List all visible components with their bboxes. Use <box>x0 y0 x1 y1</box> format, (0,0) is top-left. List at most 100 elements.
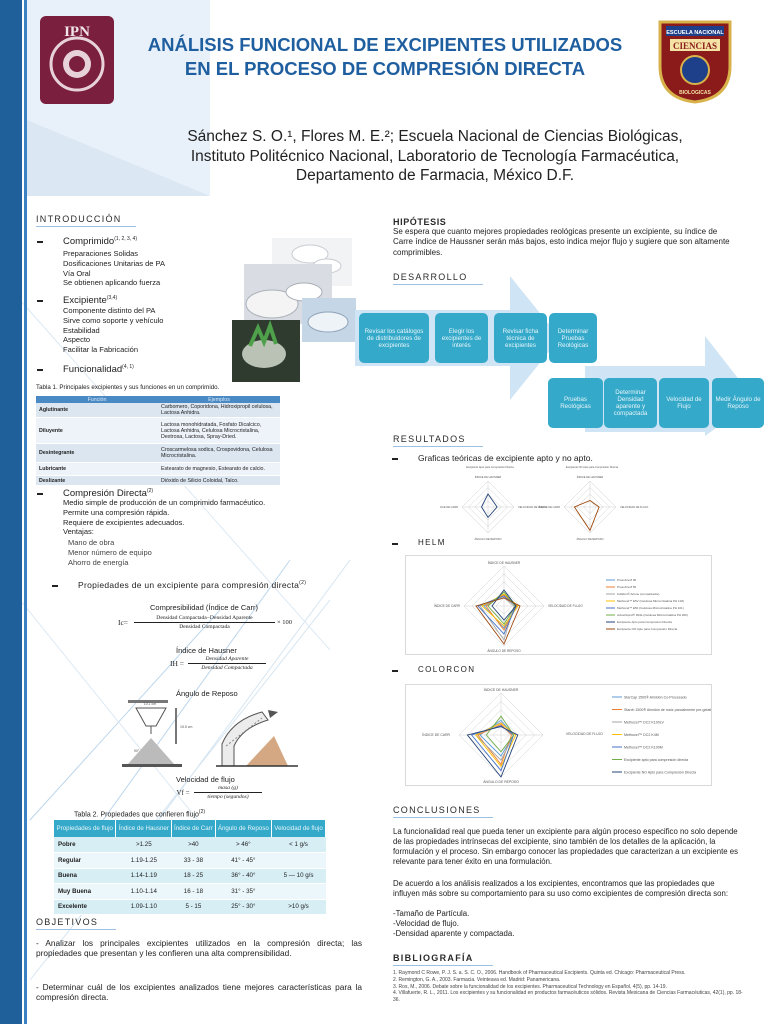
hausner-title: Índice de Hausner <box>176 646 237 655</box>
svg-text:CIENCIAS: CIENCIAS <box>673 41 717 51</box>
objetivo-1: - Analizar los principales excipientes u… <box>36 938 362 959</box>
helm-bullet: HELM <box>392 538 446 547</box>
helm-legend-label: Prosolv/a 8 90 <box>617 578 637 582</box>
colorcon-axis-label: ÁNGULO DE REPOSO <box>483 780 519 784</box>
objetivos-heading-rule <box>36 929 116 930</box>
flow-properties-table: Propiedades de flujo Índice de Hausner Í… <box>54 820 326 915</box>
flow-step-8: Medir Ángulo de Reposo <box>712 378 764 428</box>
list-item: Preparaciones Solidas <box>63 249 139 258</box>
intro-heading: INTRODUCCIÓN <box>36 214 122 224</box>
list-item: Mano de obra <box>68 538 115 547</box>
reference-item: 3. Ros, M., 2006. Debate sobre la funcio… <box>393 983 667 990</box>
colorcon-legend-label: Methocel™ DC2 K100M <box>624 745 663 749</box>
helm-legend-label: Avicel/Aprol® MCE (Celulosa Microcristal… <box>617 613 688 617</box>
conclusiones-list: -Tamaño de Partícula. -Velocidad de fluj… <box>393 909 741 939</box>
flow-step-6: Determinar Densidad aparente y compactad… <box>604 378 657 428</box>
authors-affiliation: Sánchez S. O.¹, Flores M. E.²; Escuela N… <box>120 127 750 186</box>
radar-small-no-apto-axis-label: VELOCIDAD DE FLUJO <box>620 505 648 509</box>
list-item: Ventajas: <box>63 527 94 537</box>
table-header-row: Función Ejemplos <box>36 396 280 403</box>
poster-title: ANÁLISIS FUNCIONAL DE EXCIPIENTES UTILIZ… <box>120 33 650 81</box>
list-item: -Tamaño de Partícula. <box>393 909 470 918</box>
list-item: Dosificaciones Unitarias de PA <box>63 258 165 268</box>
intro-heading-rule <box>36 226 136 227</box>
funcionalidad-bullet: Funcionalidad(4, 1) <box>37 364 134 376</box>
carr-formula: Ic= Densidad Compactada−Densidad Aparent… <box>117 615 292 630</box>
comprimido-bullet: Comprimido(1, 2, 3, 4) <box>36 236 138 248</box>
compresion-bullet: Compresión Directa(2) <box>36 488 154 500</box>
conclusiones-heading-rule <box>393 817 493 818</box>
angulo-title: Ángulo de Reposo <box>176 689 238 698</box>
colorcon-radar-svg: ÍNDICE DE HAUSNER VELOCIDAD DE FLUJO ÁNGUL… <box>422 688 711 784</box>
title-line-2: EN EL PROCESO DE COMPRESIÓN DIRECTA <box>184 58 586 79</box>
carr-title: Compresibilidad (Índice de Carr) <box>150 603 258 612</box>
flow-step-7: Velocidad de Flujo <box>659 378 709 428</box>
reference-item: 1. Raymond C Rowe, P. J. S. a. S. C. O.,… <box>393 970 686 976</box>
colorcon-bullet: COLORCON <box>391 665 476 674</box>
helm-series <box>475 597 521 645</box>
list-item: -Velocidad de flujo. <box>393 919 459 928</box>
table-header-cell: Propiedades de flujo <box>54 820 117 837</box>
colorcon-legend-label: StarCap 1500® Almidón Co-Procesado <box>624 695 687 699</box>
radar-small-apto-axis-label: ÍNDICE DE CARR <box>440 505 458 509</box>
list-item: Se obtienen aplicando fuerza <box>63 278 161 288</box>
tablets-photo <box>232 238 356 382</box>
radar-small-apto-axis-label: VELOCIDAD DE FLUJO <box>518 505 546 509</box>
authors-line-2: Instituto Politécnico Nacional, Laborato… <box>190 147 680 165</box>
table-header-cell: Índice de Carr <box>171 820 216 837</box>
resultados-heading: RESULTADOS <box>393 434 466 444</box>
compresion-list: Medio simple de producción de un comprim… <box>63 498 265 537</box>
colorcon-legend-label: Starch 1500® Almidón de maíz parcialment… <box>624 708 711 712</box>
table-header-cell: Función <box>36 396 158 403</box>
radar-small-no-apto-axis-label: ÍNDICE DE HAUSNER <box>577 475 604 479</box>
table-header-cell: Índice de Hausner <box>115 820 173 837</box>
colorcon-legend-label: Methocel™ DC2 K4M <box>624 733 659 737</box>
list-item: Medio simple de producción de un comprim… <box>63 498 266 507</box>
conclusiones-p1: La funcionalidad real que pueda tener un… <box>393 827 738 866</box>
colorcon-axis-label: ÍNDICE DE HAUSNER <box>484 688 519 692</box>
colorcon-series <box>477 723 513 766</box>
list-item: Vía Oral <box>63 268 91 278</box>
table2-caption: Tabla 2. Propiedades que confieren flujo… <box>74 809 206 819</box>
reference-item: 4. Villafuerte, R. L., 2011. Los excipie… <box>393 990 743 1004</box>
helm-axis-label: VELOCIDAD DE FLUJO <box>548 604 583 608</box>
list-item: Menor número de equipo <box>68 547 152 557</box>
radar-small-apto-title: Excipiente Apto para Compresión Directa <box>466 465 514 469</box>
encb-logo: ESCUELA NACIONAL CIENCIAS BIOLOGICAS <box>658 20 732 104</box>
colorcon-legend-label: Excipiente NO Apto para Compresión Direc… <box>624 770 696 774</box>
list-item: Ahorro de energía <box>68 557 129 567</box>
helm-legend-label: Methocel™ E50 (Celulosa Microcristalina … <box>617 606 684 610</box>
svg-text:IPN: IPN <box>64 24 90 40</box>
excipiente-bullet: Excipiente(3,4) <box>36 295 118 307</box>
svg-text:ESCUELA NACIONAL: ESCUELA NACIONAL <box>666 30 724 36</box>
list-item: Facilitar la Fabricación <box>63 345 139 355</box>
colorcon-axis-label: VELOCIDAD DE FLUJO <box>566 732 603 736</box>
helm-legend-label: Prosolv/a 8 50 <box>617 585 637 589</box>
hausner-formula: IH = Densidad Aparente Densidad Compacta… <box>166 656 266 671</box>
desarrollo-heading-rule <box>393 284 483 285</box>
list-item: Sirve como soporte y vehículo <box>63 315 164 325</box>
graficas-bullet: Graficas teóricas de excipiente apto y n… <box>392 453 593 463</box>
radar-small-apto-axis-label: ÁNGULO DE REPOSO <box>474 537 501 541</box>
svg-text:BIOLOGICAS: BIOLOGICAS <box>679 90 711 96</box>
helm-axis-label: ÁNGULO DE REPOSO <box>487 649 521 653</box>
vf-title: Velocidad de flujo <box>176 775 235 784</box>
table-header-cell: Velocidad de flujo <box>271 820 326 837</box>
hipotesis-heading: HIPÓTESIS <box>393 217 447 227</box>
colorcon-legend-label: Methocel™ DC2 K100LV <box>624 720 664 724</box>
helm-legend-label: Excipiente NO Apto para Compresión Direc… <box>617 627 678 631</box>
svg-text:15.5 cm: 15.5 cm <box>180 725 193 729</box>
list-item: -Densidad aparente y compactada. <box>393 929 515 938</box>
list-item: Permite una compresión rápida. <box>63 507 170 517</box>
table-header-cell: Ángulo de Reposo <box>215 820 273 837</box>
angle-of-repose-diagram <box>216 710 298 767</box>
